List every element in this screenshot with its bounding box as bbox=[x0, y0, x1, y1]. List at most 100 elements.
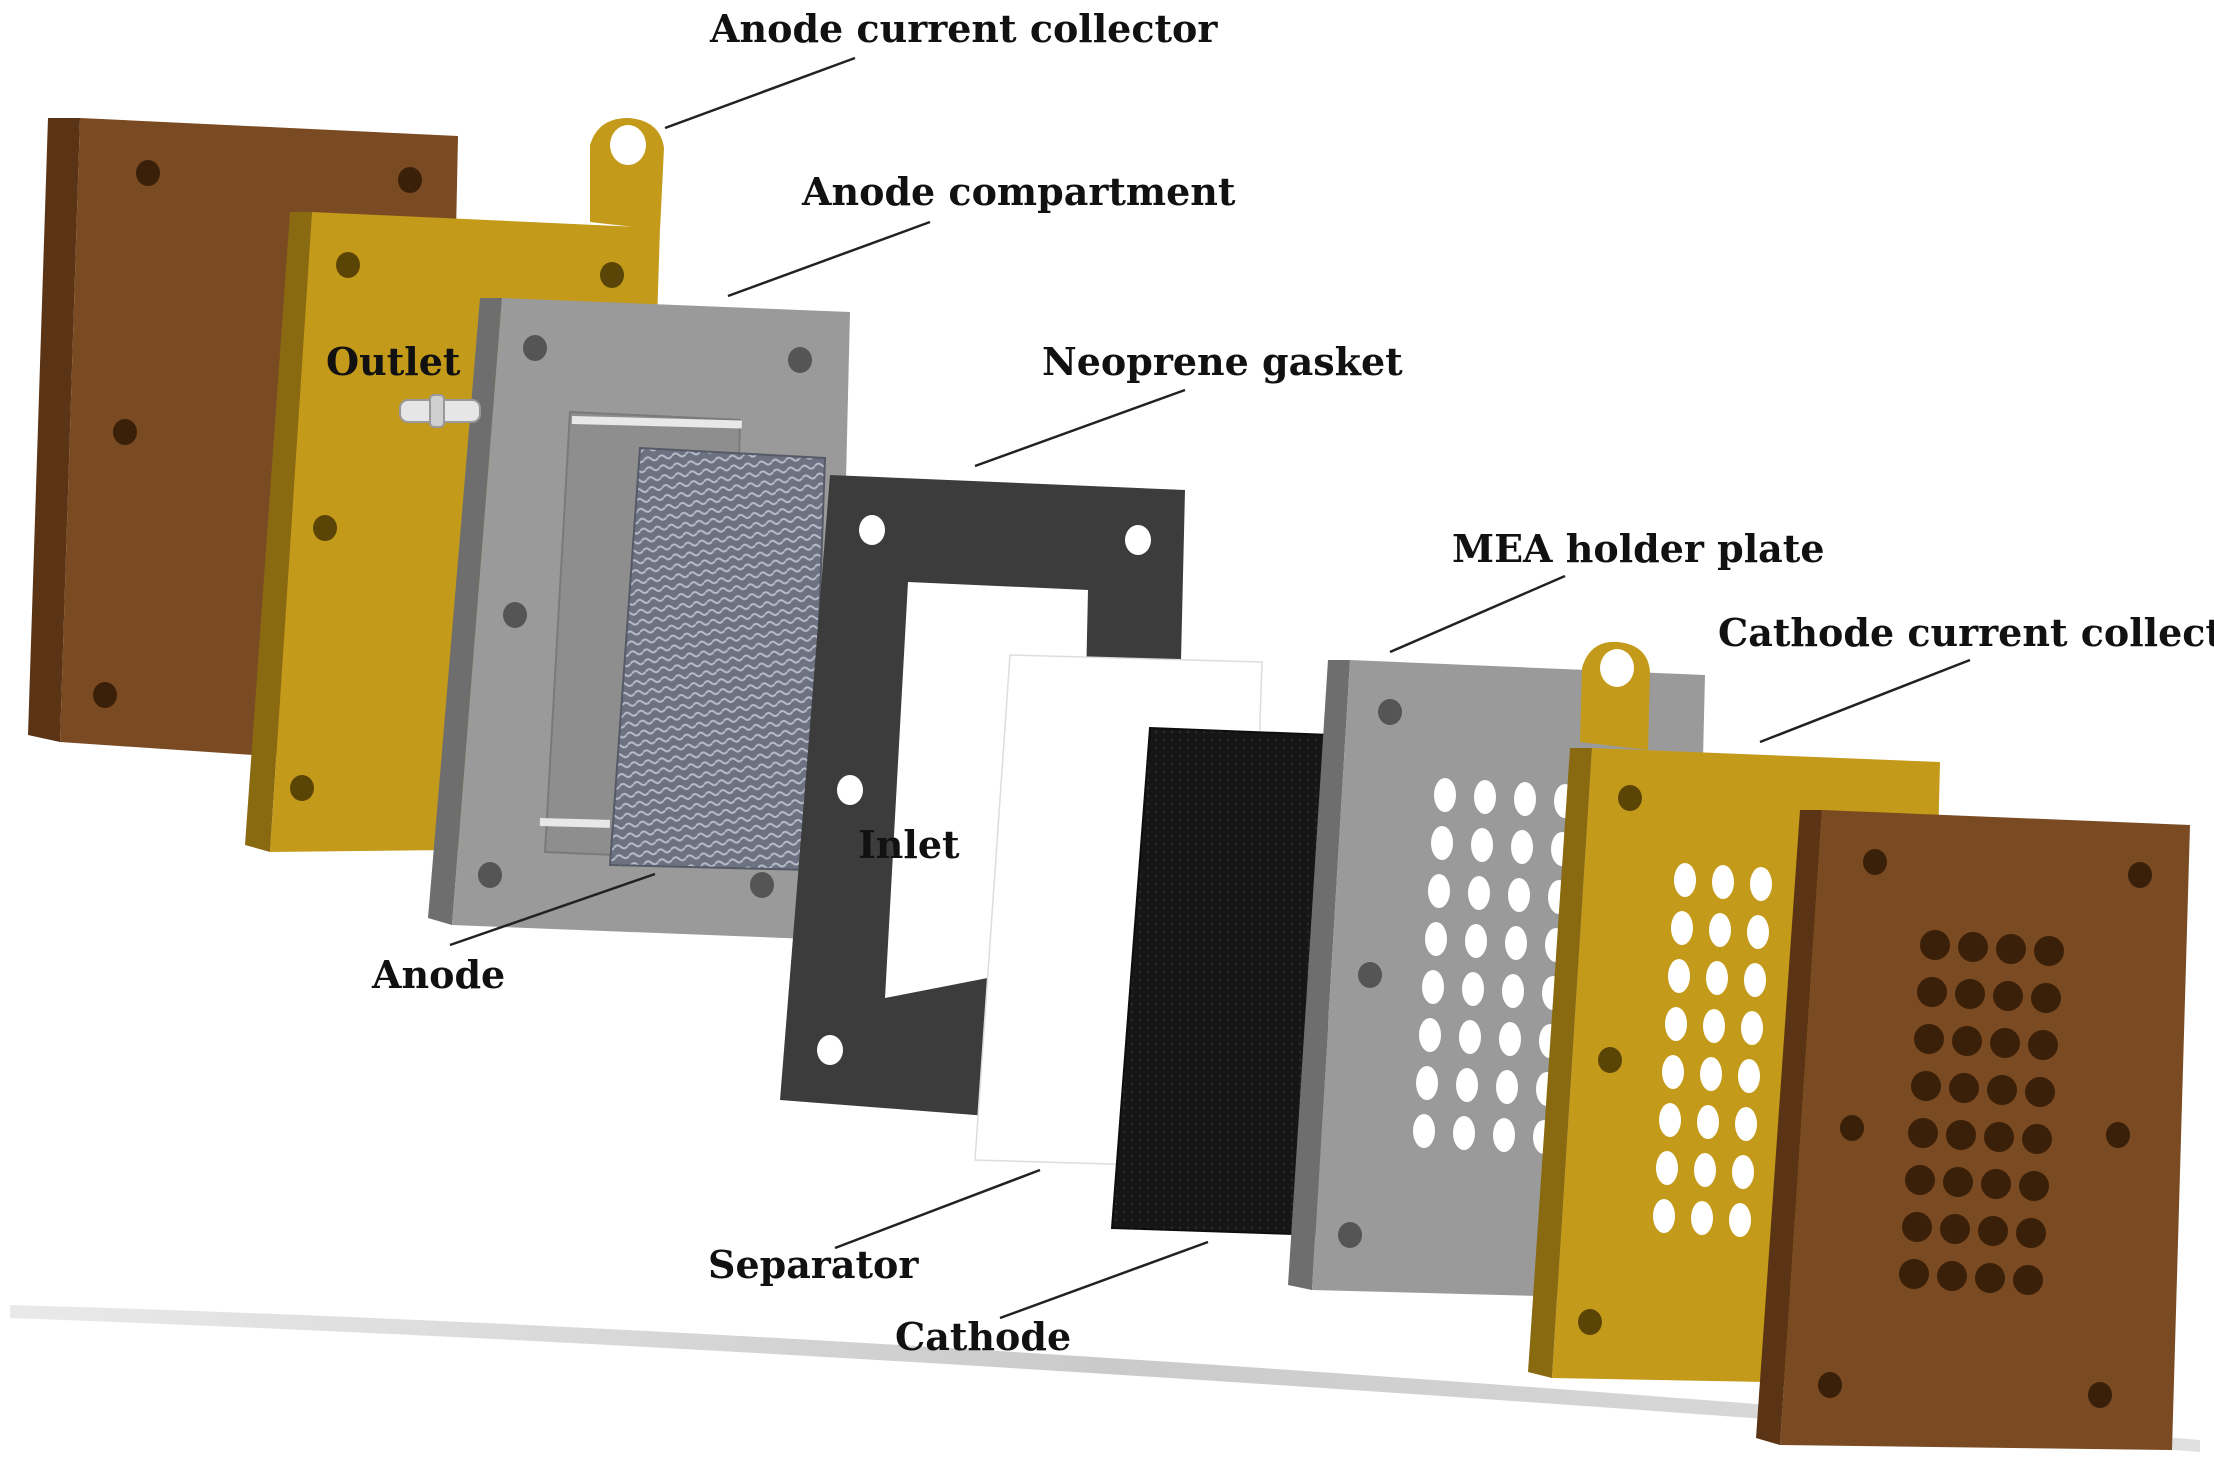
gasket-hole bbox=[837, 775, 863, 805]
bolt-hole bbox=[1840, 1115, 1864, 1141]
perforation-hole bbox=[1744, 963, 1766, 997]
perforation-hole bbox=[1413, 1114, 1435, 1148]
gasket-hole bbox=[859, 515, 885, 545]
perforation-hole bbox=[1471, 828, 1493, 862]
perforation-hole bbox=[1987, 1075, 2017, 1105]
bolt-hole bbox=[1378, 699, 1402, 725]
perforation-hole bbox=[1709, 913, 1731, 947]
perforation-hole bbox=[1738, 1059, 1760, 1093]
perforation-hole bbox=[1425, 922, 1447, 956]
perforation-hole bbox=[1419, 1018, 1441, 1052]
flow-slot-top bbox=[571, 416, 742, 429]
bolt-hole bbox=[93, 682, 117, 708]
perforation-hole bbox=[1502, 974, 1524, 1008]
leader-neoprene-gasket bbox=[974, 388, 1186, 468]
perforation-hole bbox=[1911, 1071, 1941, 1101]
perforation-hole bbox=[1905, 1165, 1935, 1195]
perforation-hole bbox=[1499, 1022, 1521, 1056]
bolt-hole bbox=[1863, 849, 1887, 875]
label-separator: Separator bbox=[708, 1242, 919, 1287]
bolt-hole bbox=[1578, 1309, 1602, 1335]
perforation-hole bbox=[1902, 1212, 1932, 1242]
cathode-end-plate-face bbox=[1780, 810, 2190, 1450]
perforation-hole bbox=[1456, 1068, 1478, 1102]
tab-hole bbox=[1600, 649, 1634, 687]
label-anode-compartment: Anode compartment bbox=[801, 169, 1236, 214]
bolt-hole bbox=[750, 872, 774, 898]
perforation-hole bbox=[2019, 1171, 2049, 1201]
perforation-hole bbox=[1465, 924, 1487, 958]
perforation-hole bbox=[1653, 1199, 1675, 1233]
perforation-hole bbox=[1993, 981, 2023, 1011]
perforation-hole bbox=[1665, 1007, 1687, 1041]
perforation-hole bbox=[1750, 867, 1772, 901]
perforation-hole bbox=[1920, 930, 1950, 960]
perforation-hole bbox=[1434, 778, 1456, 812]
perforation-hole bbox=[1940, 1214, 1970, 1244]
perforation-hole bbox=[1741, 1011, 1763, 1045]
perforation-hole bbox=[1914, 1024, 1944, 1054]
bolt-hole bbox=[478, 862, 502, 888]
perforation-hole bbox=[1462, 972, 1484, 1006]
perforation-hole bbox=[2022, 1124, 2052, 1154]
perforation-hole bbox=[1978, 1216, 2008, 1246]
bolt-hole bbox=[136, 160, 160, 186]
perforation-hole bbox=[1990, 1028, 2020, 1058]
cathode-end-plate-hole-grid bbox=[1899, 930, 2064, 1295]
perforation-hole bbox=[1459, 1020, 1481, 1054]
perforation-hole bbox=[1946, 1120, 1976, 1150]
perforation-hole bbox=[1703, 1009, 1725, 1043]
label-cathode-current-collector: Cathode current collector bbox=[1718, 610, 2214, 655]
perforation-hole bbox=[1431, 826, 1453, 860]
leader-cathode-current-collector bbox=[1759, 658, 1971, 744]
leader-separator bbox=[834, 1168, 1041, 1250]
bolt-hole bbox=[336, 252, 360, 278]
perforation-hole bbox=[1468, 876, 1490, 910]
perforation-hole bbox=[1958, 932, 1988, 962]
label-inlet: Inlet bbox=[858, 822, 960, 867]
perforation-hole bbox=[1937, 1261, 1967, 1291]
perforation-hole bbox=[1493, 1118, 1515, 1152]
leader-lines bbox=[449, 56, 1971, 1320]
perforation-hole bbox=[1908, 1118, 1938, 1148]
perforation-hole bbox=[1952, 1026, 1982, 1056]
outlet-fitting bbox=[399, 394, 481, 428]
perforation-hole bbox=[1511, 830, 1533, 864]
leader-anode bbox=[449, 872, 656, 947]
perforation-hole bbox=[1671, 911, 1693, 945]
mea-hole-grid bbox=[1413, 778, 1576, 1154]
cathode-collector-hole-grid bbox=[1653, 863, 1772, 1237]
cathode-end-plate bbox=[1756, 810, 2190, 1450]
perforation-hole bbox=[1474, 780, 1496, 814]
label-outlet: Outlet bbox=[326, 339, 461, 384]
bolt-hole bbox=[313, 515, 337, 541]
perforation-hole bbox=[1732, 1155, 1754, 1189]
anode-mesh bbox=[608, 446, 827, 872]
gasket-hole bbox=[1125, 525, 1151, 555]
label-anode: Anode bbox=[371, 952, 505, 997]
label-anode-current-collector: Anode current collector bbox=[709, 6, 1218, 51]
perforation-hole bbox=[2013, 1265, 2043, 1295]
perforation-hole bbox=[1747, 915, 1769, 949]
bolt-hole bbox=[113, 419, 137, 445]
perforation-hole bbox=[1700, 1057, 1722, 1091]
bolt-hole bbox=[503, 602, 527, 628]
perforation-hole bbox=[1735, 1107, 1757, 1141]
perforation-hole bbox=[2031, 983, 2061, 1013]
bolt-hole bbox=[1818, 1372, 1842, 1398]
perforation-hole bbox=[2025, 1077, 2055, 1107]
perforation-hole bbox=[1697, 1105, 1719, 1139]
perforation-hole bbox=[1706, 961, 1728, 995]
leader-anode-current-collector bbox=[664, 56, 856, 130]
flow-slot-bottom bbox=[539, 818, 610, 828]
bolt-hole bbox=[398, 167, 422, 193]
perforation-hole bbox=[1917, 977, 1947, 1007]
bolt-hole bbox=[600, 262, 624, 288]
floor-shadow bbox=[10, 1305, 2200, 1452]
perforation-hole bbox=[1422, 970, 1444, 1004]
perforation-hole bbox=[1949, 1073, 1979, 1103]
perforation-hole bbox=[1691, 1201, 1713, 1235]
perforation-hole bbox=[1453, 1116, 1475, 1150]
